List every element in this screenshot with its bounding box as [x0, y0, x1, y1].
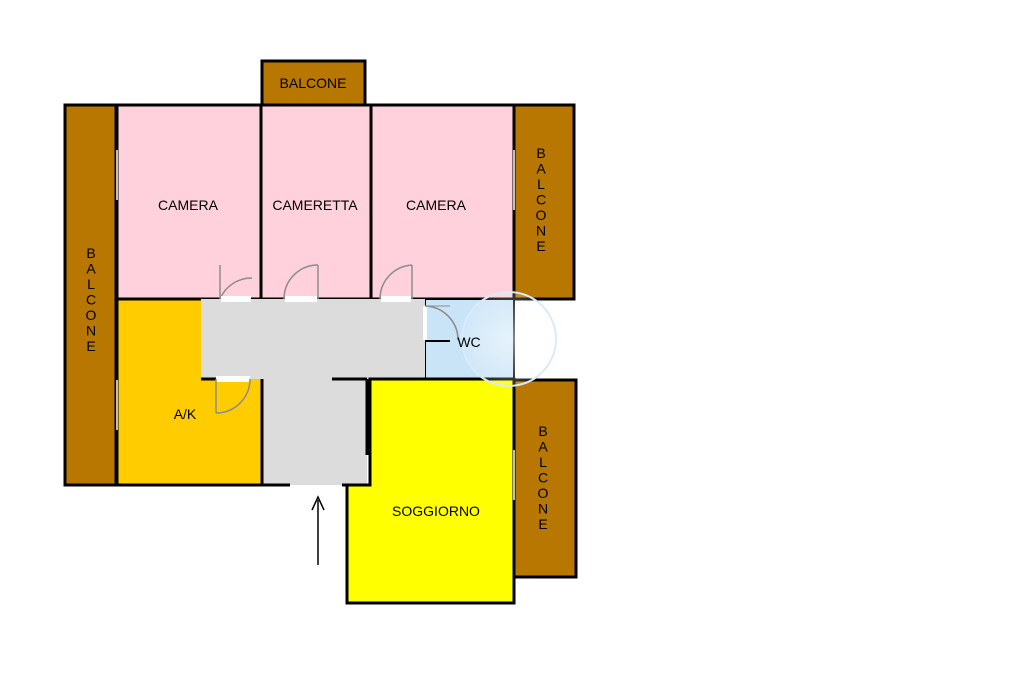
door-wc — [423, 305, 459, 341]
corridor — [201, 299, 425, 485]
balcony-right-bottom — [512, 378, 578, 579]
label-soggiorno: SOGGIORNO — [392, 503, 480, 519]
door-camera-left — [219, 265, 253, 302]
label-camera-left: CAMERA — [158, 197, 219, 213]
label-ak: A/K — [174, 406, 197, 422]
label-wc: WC — [457, 334, 480, 350]
label-cameretta: CAMERETTA — [272, 197, 358, 213]
room-soggiorno — [345, 377, 516, 605]
balcony-left — [63, 103, 118, 487]
label-camera-right: CAMERA — [406, 197, 467, 213]
balcony-right-top — [512, 103, 576, 301]
room-cameretta — [259, 103, 373, 301]
highlight-circle — [461, 291, 557, 387]
door-ak — [215, 376, 251, 414]
label-balcone-top: BALCONE — [280, 75, 347, 91]
entrance-arrow-icon — [311, 495, 325, 565]
door-cameretta — [283, 264, 319, 302]
door-camera-right — [379, 264, 413, 302]
